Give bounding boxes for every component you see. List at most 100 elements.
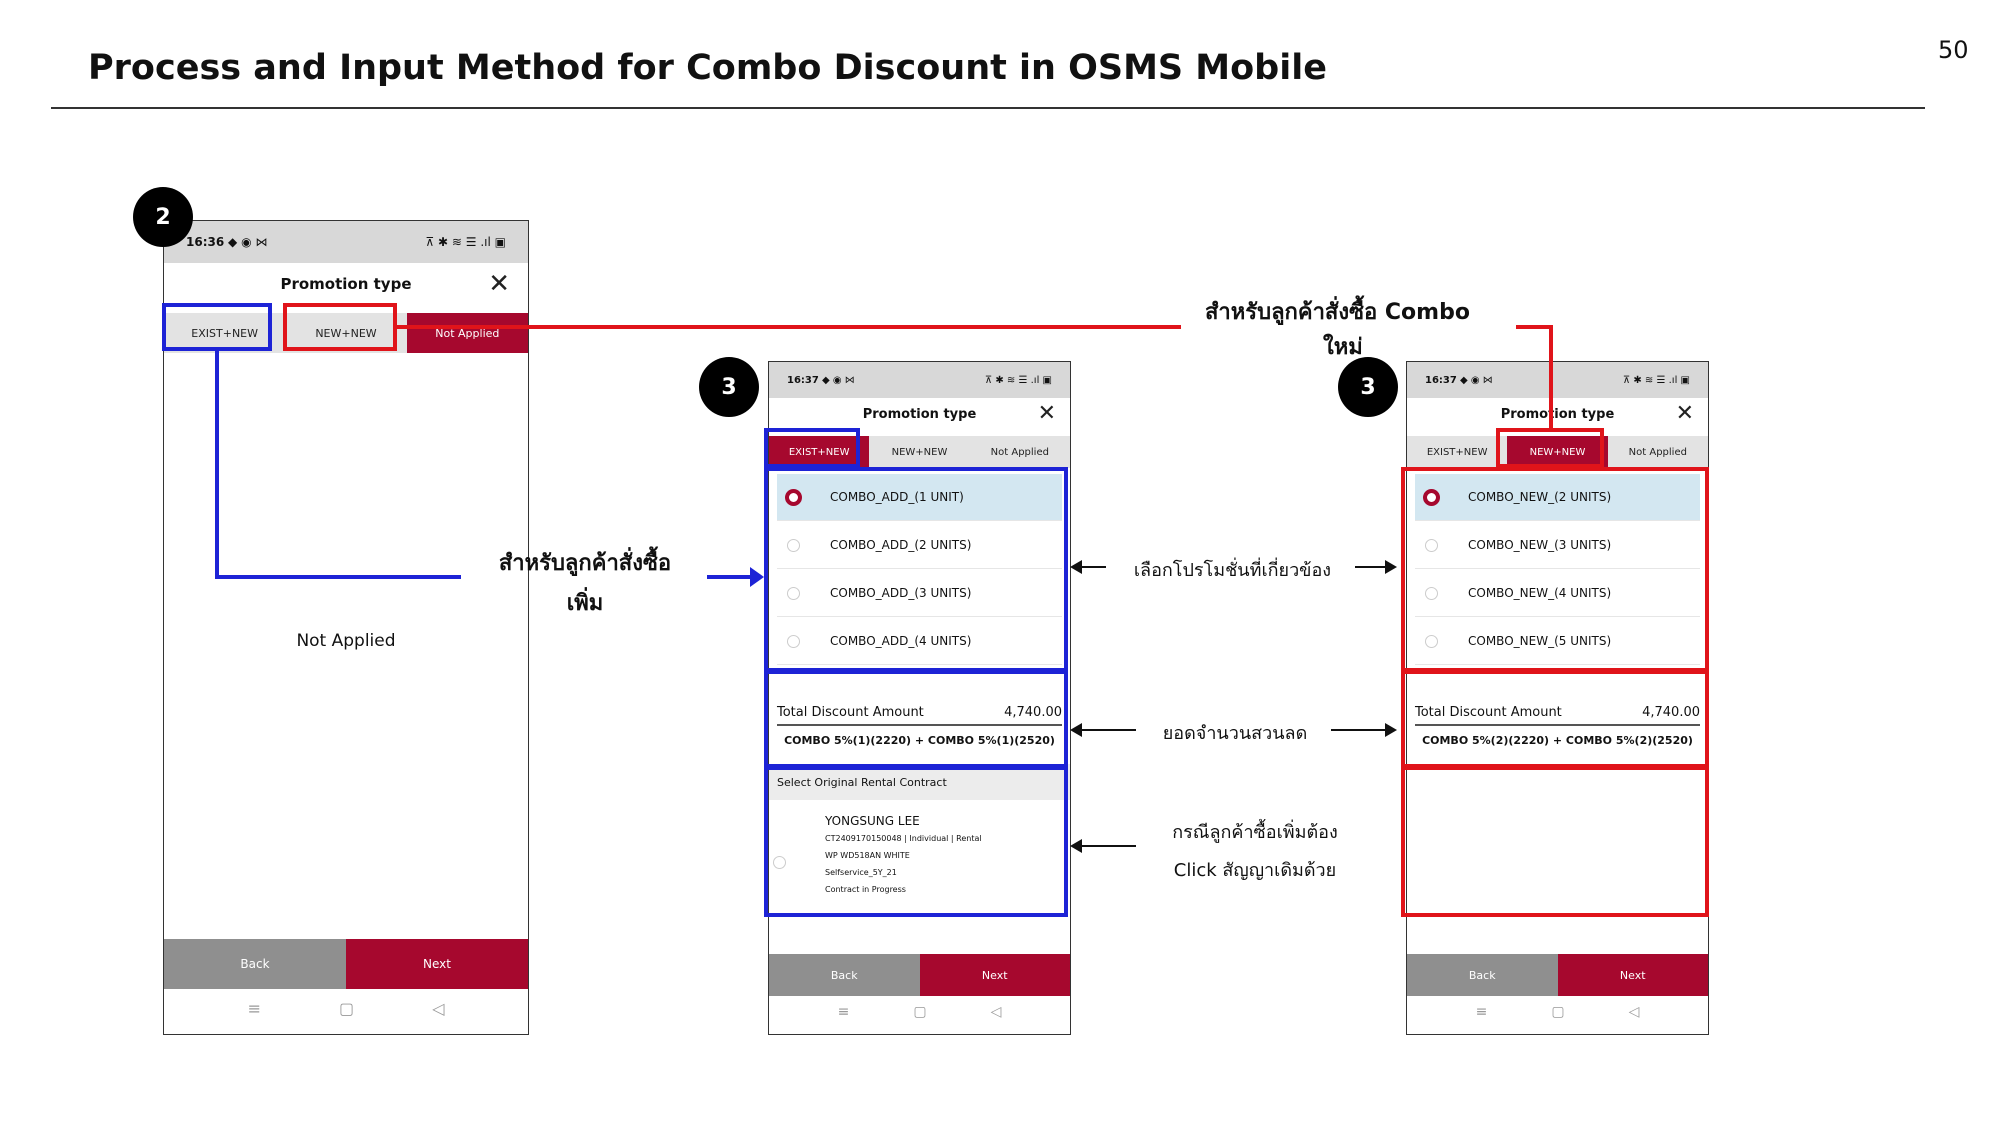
tab-new-new[interactable]: NEW+NEW: [285, 313, 407, 353]
header-title: Promotion type: [1500, 407, 1615, 422]
radio-icon: [1425, 586, 1438, 600]
connector-exist-new-arrow: [707, 575, 757, 579]
back-button[interactable]: Back: [769, 954, 920, 996]
menu-nav-icon[interactable]: ≡: [1475, 1004, 1488, 1020]
arrow-left-icon: [1070, 839, 1082, 853]
back-button[interactable]: Back: [1407, 954, 1558, 996]
phone-screen-step2: 16:36 ◆ ◉ ⋈ ⊼ ✱ ≋ ☰ .ıl ▣ Promotion type…: [163, 220, 529, 1035]
arrow-line: [1331, 729, 1385, 731]
back-nav-icon[interactable]: ◁: [990, 1004, 1002, 1020]
android-nav-bar: ≡ ▢ ◁: [164, 999, 528, 1018]
bottom-actions: Back Next: [769, 954, 1070, 996]
highlight-exist-new-tab: [162, 303, 272, 351]
arrow-line: [1355, 566, 1385, 568]
promo-option[interactable]: COMBO_NEW_(4 UNITS): [1415, 570, 1700, 617]
close-icon[interactable]: ✕: [1675, 401, 1694, 426]
slide-title: Process and Input Method for Combo Disco…: [88, 48, 1327, 88]
promo-option[interactable]: COMBO_ADD_(3 UNITS): [777, 570, 1062, 617]
connector-new-new: [1516, 325, 1552, 329]
radio-icon: [1425, 538, 1438, 552]
step-badge-3-exist: 3: [699, 357, 759, 417]
annotation-add-customer: สำหรับลูกค้าสั่งซื้อ เพิ่ม: [470, 544, 700, 624]
step-badge-2: 2: [133, 187, 193, 247]
promo-option[interactable]: COMBO_NEW_(3 UNITS): [1415, 522, 1700, 569]
close-icon[interactable]: ✕: [1037, 401, 1056, 426]
arrow-line: [1082, 566, 1106, 568]
promo-option[interactable]: COMBO_ADD_(2 UNITS): [777, 522, 1062, 569]
highlight-promo-list: [1401, 467, 1709, 672]
system-icons: ⊼ ✱ ≋ ☰ .ıl ▣: [984, 374, 1052, 386]
annotation-line: สำหรับลูกค้าสั่งซื้อ: [498, 551, 672, 576]
close-icon[interactable]: ✕: [488, 269, 510, 299]
radio-icon: [1425, 634, 1438, 648]
promo-option[interactable]: COMBO_NEW_(2 UNITS): [1415, 474, 1700, 521]
back-button[interactable]: Back: [164, 939, 346, 989]
highlight-total-discount: [764, 670, 1068, 768]
back-nav-icon[interactable]: ◁: [432, 999, 445, 1018]
promo-option[interactable]: COMBO_ADD_(1 UNIT): [777, 474, 1062, 521]
arrow-left-icon: [1070, 560, 1082, 574]
connector-exist-new: [215, 575, 461, 579]
promo-label: COMBO_NEW_(4 UNITS): [1468, 586, 1612, 600]
annotation-discount-total: ยอดจำนวนสวนลด: [1162, 723, 1308, 744]
menu-nav-icon[interactable]: ≡: [837, 1004, 850, 1020]
total-discount-value: 4,740.00: [1004, 705, 1062, 720]
title-divider: [51, 107, 1925, 109]
promo-label: COMBO_ADD_(3 UNITS): [830, 586, 972, 600]
connector-new-new: [397, 325, 1181, 329]
tab-exist-new[interactable]: EXIST+NEW: [769, 436, 870, 468]
status-time: 16:37: [787, 374, 819, 386]
highlight-new-new-tab: [283, 303, 397, 351]
not-applied-message: Not Applied: [296, 631, 396, 651]
home-nav-icon[interactable]: ▢: [1551, 1004, 1565, 1020]
total-divider: [777, 724, 1062, 726]
radio-selected-icon: [1423, 488, 1440, 506]
annotation-line: Click สัญญาเดิมด้วย: [1173, 860, 1337, 881]
total-discount-value: 4,740.00: [1642, 705, 1700, 720]
promo-label: COMBO_NEW_(2 UNITS): [1468, 490, 1612, 504]
notification-icons: ◆ ◉ ⋈: [1460, 374, 1493, 386]
next-button[interactable]: Next: [346, 939, 528, 989]
arrow-line: [1082, 845, 1136, 847]
promo-label: COMBO_NEW_(3 UNITS): [1468, 538, 1612, 552]
promo-option[interactable]: COMBO_NEW_(5 UNITS): [1415, 618, 1700, 665]
total-discount-formula: COMBO 5%(2)(2220) + COMBO 5%(2)(2520): [1422, 734, 1693, 747]
promotion-tabs: EXIST+NEW NEW+NEW Not Applied: [769, 436, 1070, 468]
contract-product: WP WD518AN WHITE: [825, 851, 910, 860]
contract-id-line: CT2409170150048 | Individual | Rental: [825, 834, 982, 843]
annotation-line: เพิ่ม: [566, 591, 604, 616]
next-button[interactable]: Next: [919, 954, 1070, 996]
phone-screen-step3-exist: 16:37 ◆ ◉ ⋈ ⊼ ✱ ≋ ☰ .ıl ▣ Promotion type…: [768, 361, 1071, 1035]
annotation-new-customer: สำหรับลูกค้าสั่งซื้อ Combo ใหม่: [1205, 294, 1505, 364]
tab-not-applied[interactable]: Not Applied: [969, 436, 1070, 468]
tab-exist-new[interactable]: EXIST+NEW: [164, 313, 286, 353]
total-discount-formula: COMBO 5%(1)(2220) + COMBO 5%(1)(2520): [784, 734, 1055, 747]
radio-icon: [787, 586, 800, 600]
contract-card[interactable]: YONGSUNG LEE CT2409170150048 | Individua…: [769, 802, 1070, 914]
tab-exist-new[interactable]: EXIST+NEW: [1407, 436, 1508, 468]
tab-new-new[interactable]: NEW+NEW: [869, 436, 970, 468]
menu-nav-icon[interactable]: ≡: [247, 999, 261, 1018]
tab-not-applied[interactable]: Not Applied: [406, 313, 528, 353]
highlight-empty-area: [1401, 766, 1709, 917]
connector-new-new-drop: [1549, 325, 1553, 429]
status-bar: 16:37 ◆ ◉ ⋈ ⊼ ✱ ≋ ☰ .ıl ▣: [769, 362, 1070, 398]
promo-option[interactable]: COMBO_ADD_(4 UNITS): [777, 618, 1062, 665]
next-button[interactable]: Next: [1557, 954, 1708, 996]
highlight-contract-select: [764, 766, 1068, 917]
tab-not-applied[interactable]: Not Applied: [1607, 436, 1708, 468]
tab-new-new[interactable]: NEW+NEW: [1507, 436, 1608, 468]
total-discount-label: Total Discount Amount: [1415, 705, 1562, 720]
connector-exist-new: [215, 351, 219, 579]
home-nav-icon[interactable]: ▢: [913, 1004, 927, 1020]
home-nav-icon[interactable]: ▢: [338, 999, 355, 1018]
radio-icon: [787, 634, 800, 648]
total-discount-row: Total Discount Amount 4,740.00: [1415, 705, 1700, 720]
annotation-line: สำหรับลูกค้าสั่งซื้อ Combo: [1205, 300, 1470, 325]
contract-status: Contract in Progress: [825, 885, 906, 894]
contract-header: Select Original Rental Contract: [769, 764, 1070, 800]
back-nav-icon[interactable]: ◁: [1628, 1004, 1640, 1020]
system-icons: ⊼ ✱ ≋ ☰ .ıl ▣: [1622, 374, 1690, 386]
promo-label: COMBO_NEW_(5 UNITS): [1468, 634, 1612, 648]
promotion-tabs: EXIST+NEW NEW+NEW Not Applied: [164, 313, 528, 353]
